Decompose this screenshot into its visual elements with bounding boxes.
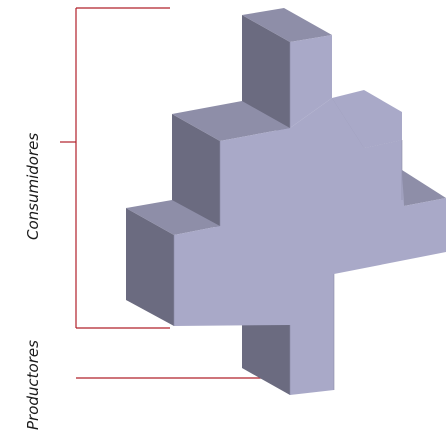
consumers-bracket (60, 7, 170, 329)
right-bottom-step-top-face (402, 170, 446, 206)
right-shoulder-front-face (332, 90, 402, 148)
producers-label: Productores (24, 340, 42, 430)
bottom-step-top-face (126, 200, 220, 235)
pyramid-block (126, 8, 446, 395)
middle-step-left-face (172, 114, 220, 230)
middle-step-front-face (174, 98, 446, 395)
bottom-step-left-face (126, 208, 174, 326)
top-column-front-face (290, 35, 332, 128)
top-column-top-face (242, 8, 332, 42)
top-column-left-face (242, 15, 290, 138)
consumers-label: Consumidores (24, 133, 42, 240)
middle-step-top-face (172, 101, 290, 141)
